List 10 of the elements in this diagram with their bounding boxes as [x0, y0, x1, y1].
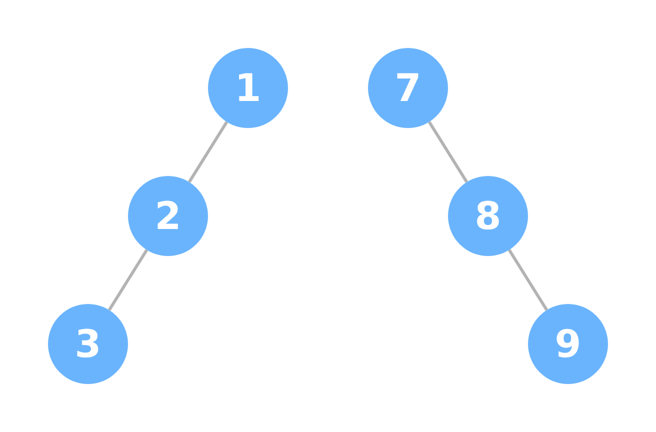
connector-line [508, 249, 548, 311]
node-number: 1 [234, 69, 262, 107]
node-number: 3 [74, 325, 102, 363]
node-number: 7 [394, 69, 422, 107]
node-number: 9 [554, 325, 582, 363]
connector-line [188, 121, 228, 183]
connector-line [108, 249, 148, 311]
node-number: 2 [154, 197, 182, 235]
node-number: 8 [474, 197, 502, 235]
connector-line [428, 121, 468, 183]
